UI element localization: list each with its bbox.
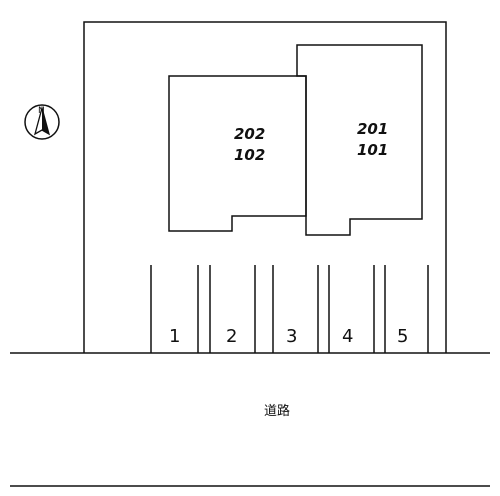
unit-label-202: 202 <box>234 125 265 143</box>
parking-stall-2: 2 <box>226 326 237 347</box>
building-201-101 <box>296 44 423 236</box>
parking-stall-4: 4 <box>342 326 353 347</box>
north-arrow-icon: N <box>24 104 60 140</box>
unit-label-102: 102 <box>234 146 265 164</box>
parking-stall-3: 3 <box>286 326 297 347</box>
unit-label-201: 201 <box>357 120 388 138</box>
lot-boundary <box>83 21 447 353</box>
road-label: 道路 <box>264 403 290 419</box>
compass-label: N <box>38 106 45 116</box>
parking-stall-1: 1 <box>169 326 180 347</box>
parking-dividers <box>150 265 429 353</box>
parking-stall-5: 5 <box>397 326 408 347</box>
unit-label-101: 101 <box>357 141 388 159</box>
